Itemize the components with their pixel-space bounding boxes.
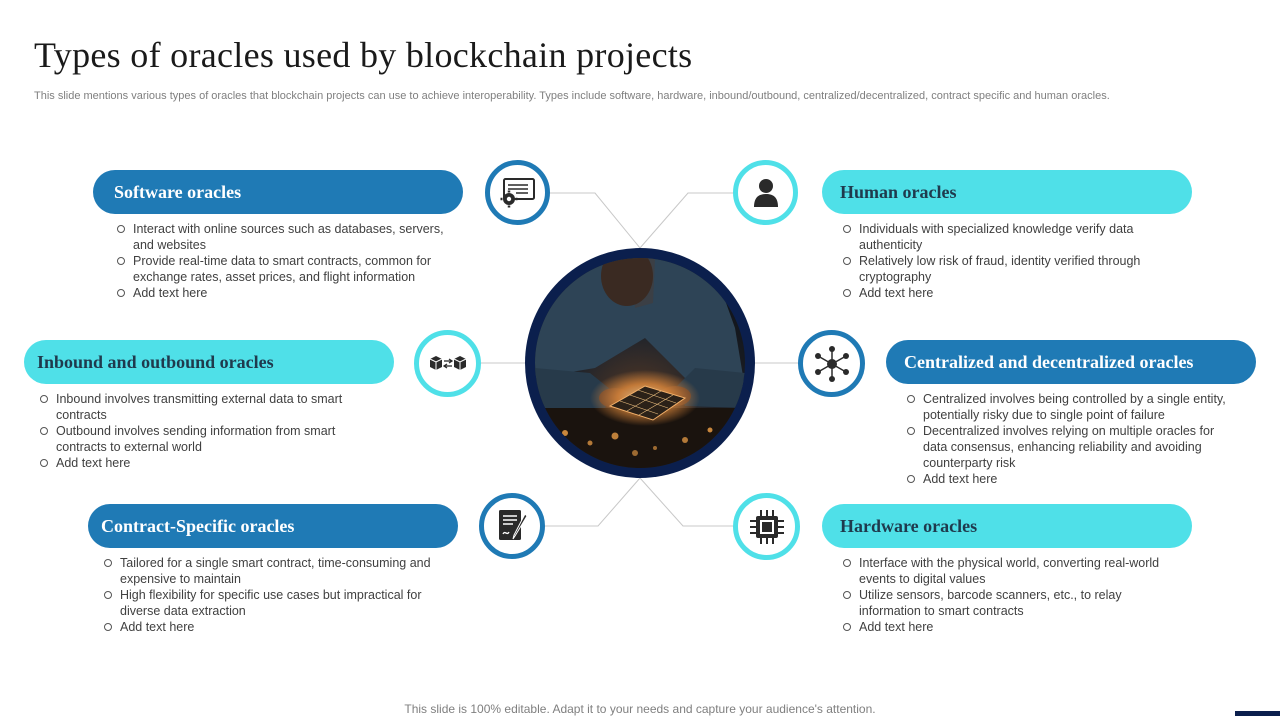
monitor-gear-icon — [500, 177, 535, 207]
list-item: Provide real-time data to smart contract… — [115, 253, 460, 285]
centralized-oracles-header: Centralized and decentralized oracles — [886, 340, 1256, 384]
list-item: Outbound involves sending information fr… — [38, 423, 358, 455]
list-item: Decentralized involves relying on multip… — [905, 423, 1240, 471]
inbound-outbound-oracles-header: Inbound and outbound oracles — [24, 340, 394, 384]
list-item: Relatively low risk of fraud, identity v… — [841, 253, 1141, 285]
human-oracles-title: Human oracles — [840, 181, 957, 202]
human-oracles-icon-badge — [733, 160, 798, 225]
software-oracles-icon-badge — [485, 160, 550, 225]
list-item: Interact with online sources such as dat… — [115, 221, 460, 253]
connector-human — [639, 192, 733, 249]
software-oracles-title: Software oracles — [114, 181, 242, 202]
contract-specific-oracles-title: Contract-Specific oracles — [101, 515, 295, 536]
inbound-outbound-icon-badge — [414, 330, 481, 397]
connector-contract — [545, 477, 641, 527]
person-with-holographic-chip-photo — [535, 258, 745, 468]
hardware-oracles-title: Hardware oracles — [840, 515, 978, 536]
list-item: Add text here — [38, 455, 358, 471]
slide-footer: This slide is 100% editable. Adapt it to… — [404, 702, 876, 716]
person-icon — [753, 178, 778, 207]
contract-specific-oracles-bullets: Tailored for a single smart contract, ti… — [102, 555, 437, 635]
inbound-outbound-oracles-bullets: Inbound involves transmitting external d… — [38, 391, 358, 471]
slide-subtitle: This slide mentions various types of ora… — [34, 90, 1110, 102]
list-item: Centralized involves being controlled by… — [905, 391, 1240, 423]
hardware-icon-badge — [733, 493, 800, 560]
list-item: Tailored for a single smart contract, ti… — [102, 555, 437, 587]
contract-specific-oracles-header: Contract-Specific oracles — [88, 504, 458, 548]
center-image-ring — [525, 248, 755, 478]
human-oracles-bullets: Individuals with specialized knowledge v… — [841, 221, 1141, 301]
software-oracles-bullets: Interact with online sources such as dat… — [115, 221, 460, 301]
list-item: Utilize sensors, barcode scanners, etc.,… — [841, 587, 1186, 619]
network-hub-icon — [814, 345, 849, 382]
list-item: Add text here — [115, 285, 460, 301]
centralized-oracles-title: Centralized and decentralized oracles — [904, 351, 1194, 372]
list-item: Interface with the physical world, conve… — [841, 555, 1186, 587]
slide-title: Types of oracles used by blockchain proj… — [34, 35, 693, 75]
list-item: Add text here — [841, 285, 1141, 301]
microchip-icon — [749, 509, 784, 544]
list-item: Add text here — [905, 471, 1240, 487]
software-oracles-header: Software oracles — [93, 170, 463, 214]
list-item: Add text here — [841, 619, 1186, 635]
centralized-icon-badge — [798, 330, 865, 397]
connector-hardware — [639, 477, 733, 527]
list-item: Inbound involves transmitting external d… — [38, 391, 358, 423]
cube-exchange-icon — [429, 355, 466, 370]
contract-signature-icon — [499, 510, 528, 540]
hardware-oracles-bullets: Interface with the physical world, conve… — [841, 555, 1186, 635]
human-oracles-header: Human oracles — [822, 170, 1192, 214]
list-item: Add text here — [102, 619, 437, 635]
hardware-oracles-header: Hardware oracles — [822, 504, 1192, 548]
corner-accent-bar — [1235, 711, 1280, 716]
centralized-oracles-bullets: Centralized involves being controlled by… — [905, 391, 1240, 487]
contract-specific-icon-badge — [479, 493, 545, 559]
list-item: High flexibility for specific use cases … — [102, 587, 437, 619]
list-item: Individuals with specialized knowledge v… — [841, 221, 1141, 253]
inbound-outbound-oracles-title: Inbound and outbound oracles — [37, 351, 274, 372]
connector-software — [550, 192, 641, 249]
